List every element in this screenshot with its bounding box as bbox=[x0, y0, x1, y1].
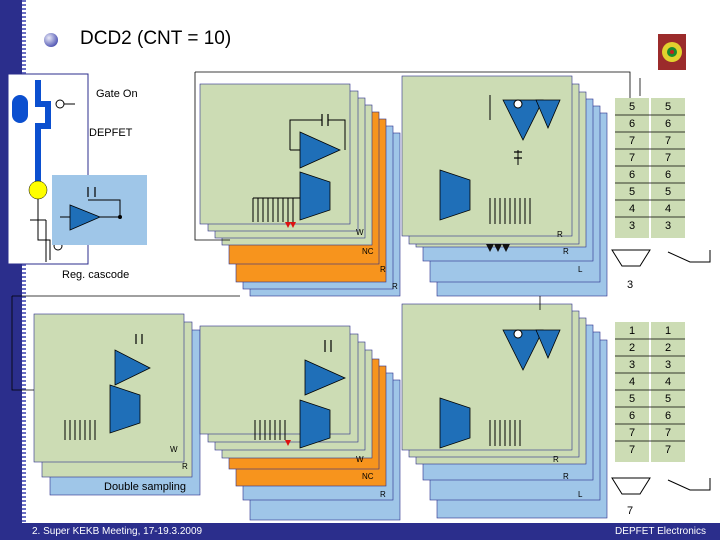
table-cell: 1 bbox=[628, 325, 636, 337]
table-cell: 4 bbox=[664, 376, 672, 388]
top-right-amp-stack bbox=[401, 75, 608, 297]
top-table bbox=[611, 98, 711, 267]
top-mark-r4: R bbox=[392, 282, 398, 291]
page-title: DCD2 (CNT = 10) bbox=[80, 28, 232, 49]
reg-cascode-label: Reg. cascode bbox=[62, 269, 130, 281]
table-cell: 4 bbox=[664, 203, 672, 215]
top-mark-r1: R bbox=[557, 230, 563, 239]
bottom-table-col1: 1 2 3 4 5 6 7 7 bbox=[620, 325, 644, 461]
depfet-label: DEPFET bbox=[89, 127, 133, 139]
table-cell: 7 bbox=[664, 152, 672, 164]
table-cell: 3 bbox=[628, 359, 636, 371]
table-cell: 6 bbox=[664, 118, 672, 130]
top-mark-w: W bbox=[356, 228, 364, 237]
table-cell: 7 bbox=[628, 427, 636, 439]
bottom-mid-amp-stack bbox=[199, 325, 401, 521]
slide-footer-bar bbox=[0, 523, 720, 540]
table-cell: 6 bbox=[664, 410, 672, 422]
table-cell: 7 bbox=[628, 444, 636, 456]
table-cell: 6 bbox=[664, 169, 672, 181]
table-cell: 3 bbox=[664, 220, 672, 232]
bottom-mux-label: 7 bbox=[627, 505, 634, 517]
table-cell: 5 bbox=[628, 186, 636, 198]
table-cell: 5 bbox=[664, 186, 672, 198]
bottom-table bbox=[611, 322, 711, 495]
routing-lines bbox=[11, 71, 641, 391]
bottom-mark-l: L bbox=[578, 490, 583, 499]
reg-cascode-block bbox=[52, 175, 147, 245]
bottom-mark-nc: NC bbox=[362, 472, 374, 481]
table-cell: 3 bbox=[664, 359, 672, 371]
table-cell: 6 bbox=[628, 410, 636, 422]
table-cell: 7 bbox=[628, 135, 636, 147]
table-cell: 3 bbox=[628, 220, 636, 232]
bottom-mark-r4: R bbox=[380, 490, 386, 499]
gate-on-label: Gate On bbox=[96, 88, 138, 100]
table-cell: 5 bbox=[628, 393, 636, 405]
table-cell: 2 bbox=[628, 342, 636, 354]
bottom-mark-w2: W bbox=[356, 455, 364, 464]
table-cell: 4 bbox=[628, 203, 636, 215]
bottom-table-col2: 1 2 3 4 5 6 7 7 bbox=[656, 325, 680, 461]
table-cell: 7 bbox=[664, 444, 672, 456]
footer-department-text: DEPFET Electronics bbox=[615, 526, 706, 537]
bottom-left-double-sampling bbox=[33, 313, 201, 496]
table-cell: 1 bbox=[664, 325, 672, 337]
table-cell: 5 bbox=[664, 393, 672, 405]
bottom-mark-r2: R bbox=[553, 455, 559, 464]
table-cell: 5 bbox=[628, 101, 636, 113]
top-mark-l: L bbox=[578, 265, 583, 274]
footer-meeting-text: 2. Super KEKB Meeting, 17-19.3.2009 bbox=[32, 526, 203, 537]
table-cell: 5 bbox=[664, 101, 672, 113]
title-bullet-icon bbox=[44, 33, 58, 47]
table-cell: 7 bbox=[664, 427, 672, 439]
table-cell: 7 bbox=[628, 152, 636, 164]
bottom-mark-r1: R bbox=[182, 462, 188, 471]
top-mark-nc: NC bbox=[362, 247, 374, 256]
top-mux-label: 3 bbox=[627, 279, 634, 291]
depfet-schematic bbox=[7, 73, 89, 265]
table-cell: 2 bbox=[664, 342, 672, 354]
slide-left-bar-stripes bbox=[22, 0, 26, 540]
table-cell: 6 bbox=[628, 169, 636, 181]
table-cell: 6 bbox=[628, 118, 636, 130]
double-sampling-label: Double sampling bbox=[104, 481, 186, 493]
table-cell: 4 bbox=[628, 376, 636, 388]
bottom-mark-w1: W bbox=[170, 445, 178, 454]
top-amp-stack bbox=[199, 83, 401, 297]
top-table-col1: 5 6 7 7 6 5 4 3 bbox=[620, 101, 644, 237]
bottom-right-amp-stack bbox=[401, 303, 608, 519]
top-mark-r2: R bbox=[563, 247, 569, 256]
top-mark-r3: R bbox=[380, 265, 386, 274]
top-table-col2: 5 6 7 7 6 5 4 3 bbox=[656, 101, 680, 237]
depfet-logo bbox=[658, 34, 686, 70]
table-cell: 7 bbox=[664, 135, 672, 147]
bottom-mark-r3: R bbox=[563, 472, 569, 481]
